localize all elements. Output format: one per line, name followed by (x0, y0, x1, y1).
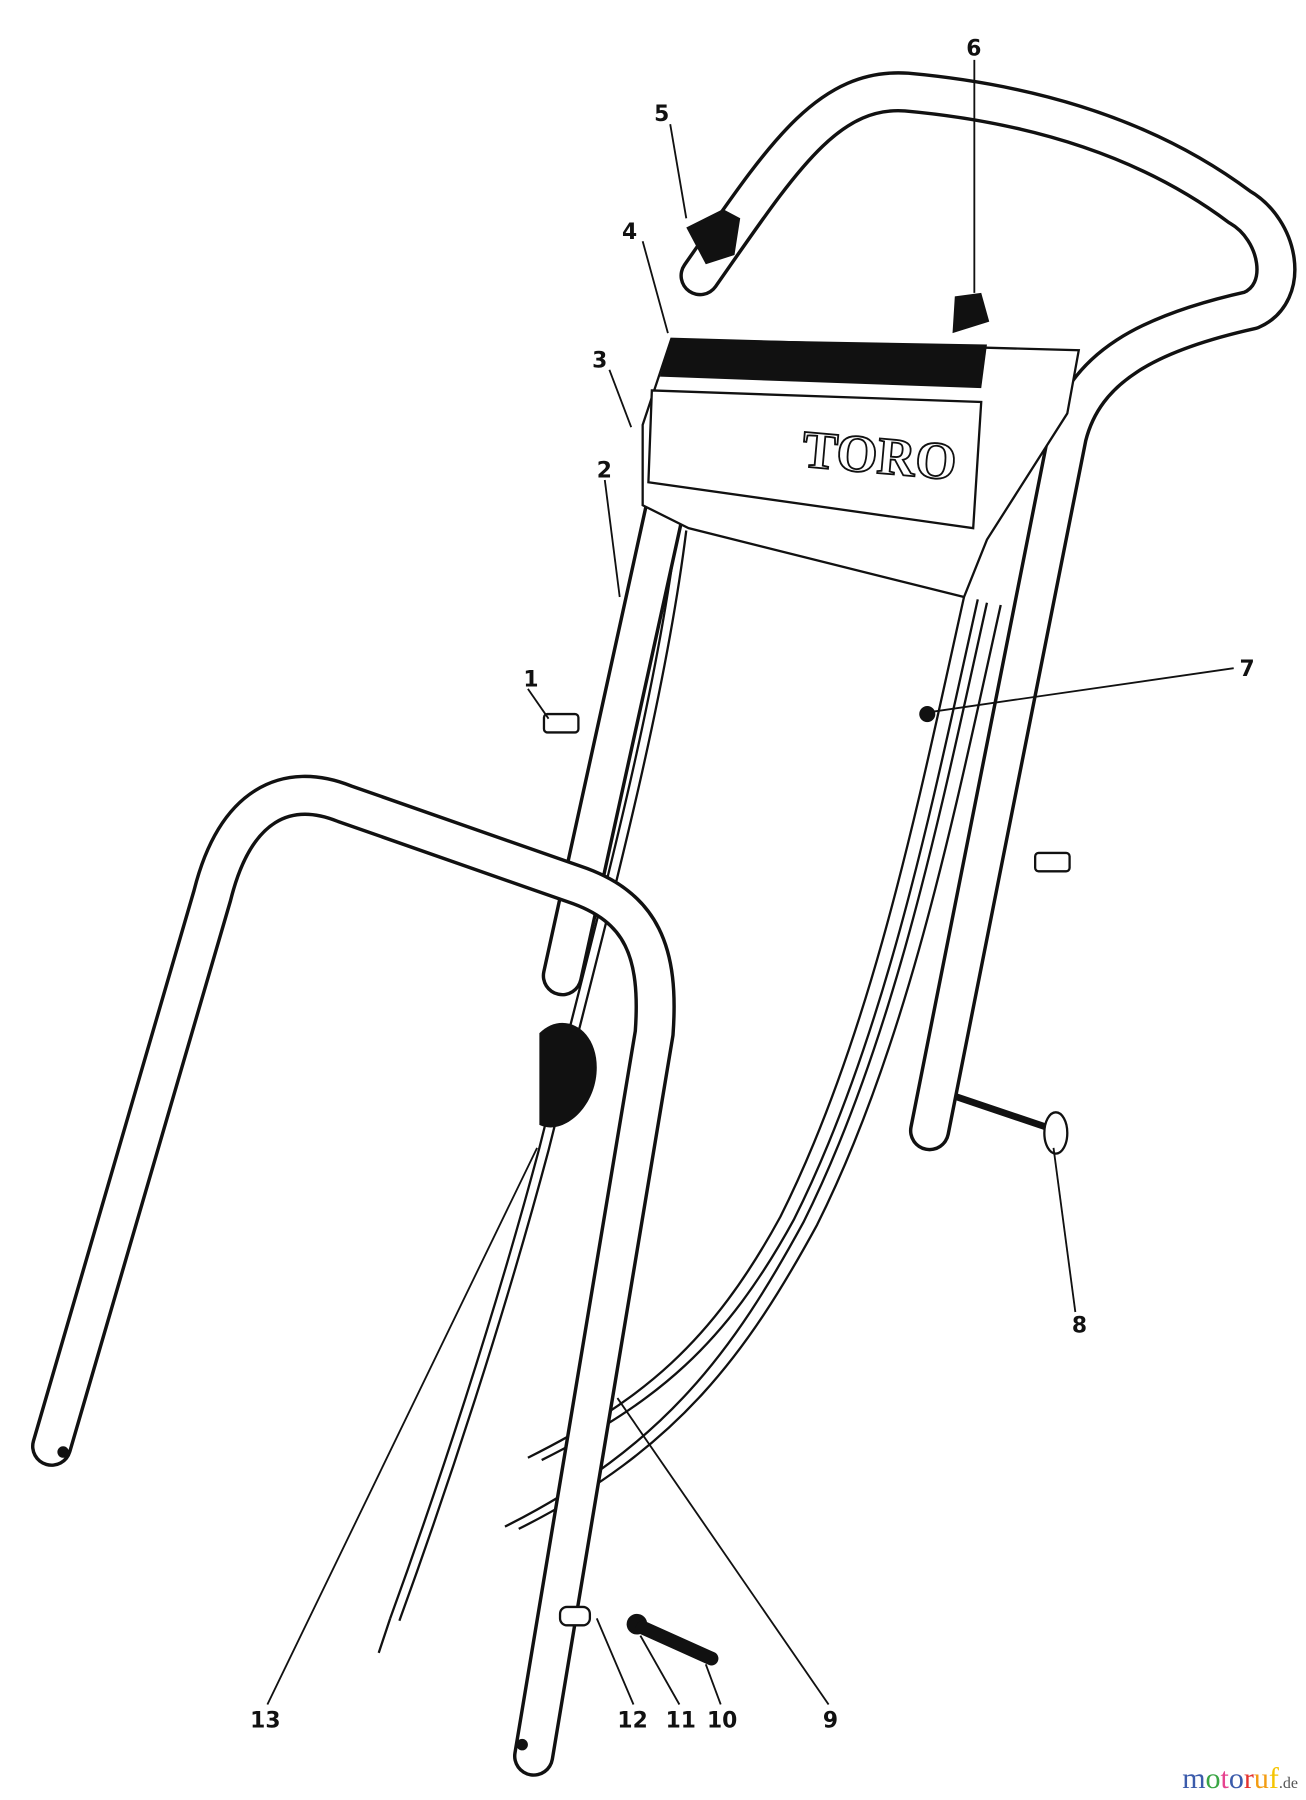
panel-decal (659, 338, 987, 389)
toro-logo: TORO (800, 421, 959, 492)
control-panel: TORO (641, 337, 1081, 599)
plug-1 (542, 712, 580, 734)
callout-8: 8 (1072, 1314, 1087, 1339)
watermark-letter: m (1182, 1762, 1206, 1795)
callout-1: 1 (523, 668, 538, 693)
bolt-8 (953, 1092, 1069, 1155)
callout-labels: 1 2 3 4 5 6 7 8 9 10 11 12 13 (250, 36, 1254, 1733)
watermark-letter: f (1268, 1762, 1279, 1795)
callout-10: 10 (707, 1708, 737, 1733)
watermark-letter: o (1228, 1762, 1244, 1795)
control-cables (377, 528, 1002, 1654)
cable-clamp-13 (539, 1022, 597, 1128)
watermark-letter: u (1253, 1762, 1269, 1795)
motoruf-watermark: motoruf.de (1182, 1762, 1298, 1795)
nut-7 (919, 706, 936, 723)
callout-6: 6 (966, 36, 981, 61)
lower-handle (30, 774, 676, 1777)
plug (1034, 851, 1071, 873)
callout-2: 2 (597, 459, 612, 484)
pin-10-11-12 (558, 1605, 719, 1666)
callout-3: 3 (592, 349, 607, 374)
callout-7: 7 (1239, 657, 1254, 682)
callout-4: 4 (622, 220, 637, 245)
callout-11: 11 (666, 1708, 696, 1733)
watermark-letter: r (1243, 1762, 1254, 1795)
watermark-letter: t (1220, 1762, 1229, 1795)
callout-13: 13 (250, 1708, 280, 1733)
callout-9: 9 (823, 1708, 838, 1733)
control-knob-5 (686, 209, 741, 265)
callout-5: 5 (654, 102, 669, 127)
leader-lines (266, 59, 1234, 1706)
callout-12: 12 (617, 1708, 647, 1733)
control-knob-6 (952, 292, 990, 334)
watermark-letter: o (1205, 1762, 1221, 1795)
